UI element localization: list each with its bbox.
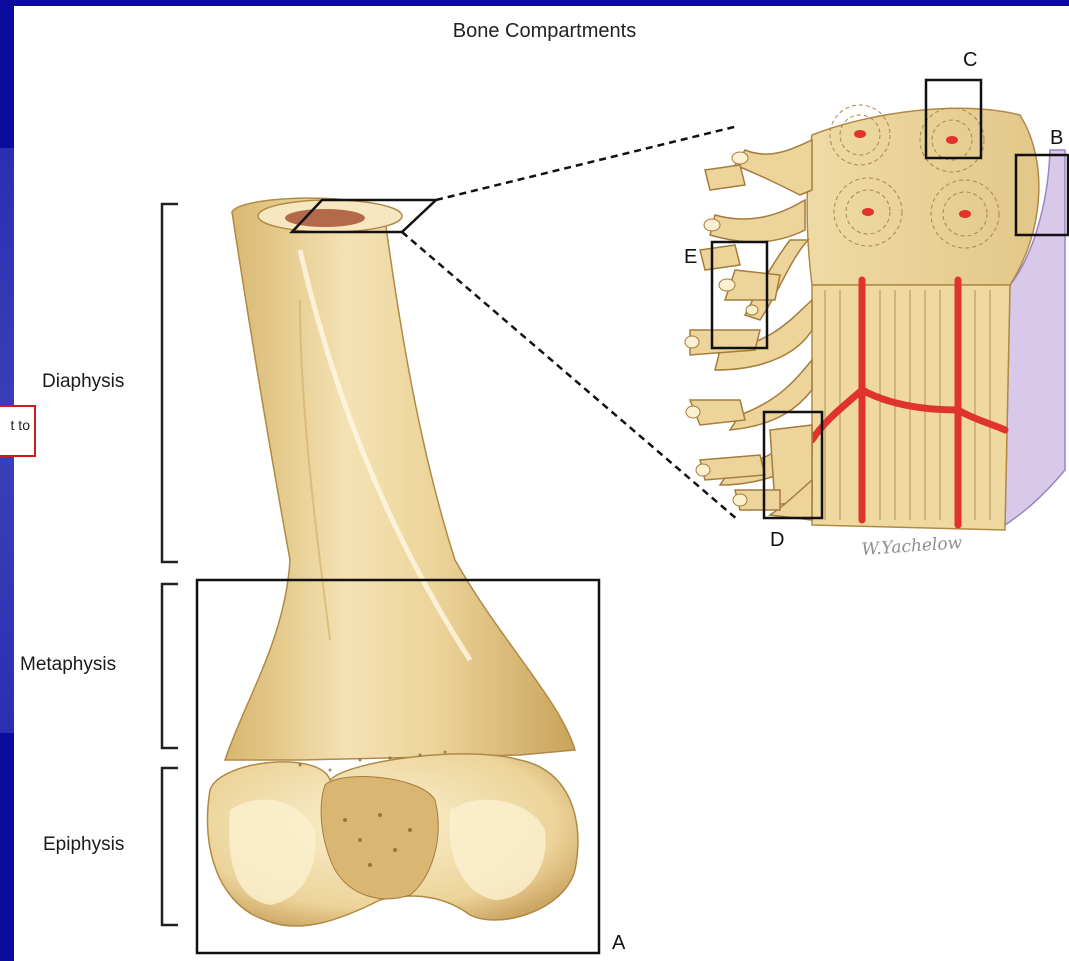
epiphysis-bracket <box>162 768 178 925</box>
label-d: D <box>770 529 784 552</box>
diaphysis-bracket <box>162 204 178 562</box>
label-e: E <box>684 246 697 269</box>
label-epiphysis: Epiphysis <box>43 834 124 856</box>
label-b: B <box>1050 127 1063 150</box>
femur-shaft <box>225 198 575 760</box>
zoom-lines <box>402 126 738 520</box>
femur-condyles <box>207 751 577 927</box>
label-diaphysis: Diaphysis <box>42 371 124 393</box>
label-c: C <box>963 49 977 72</box>
note-popup[interactable]: t to <box>0 405 36 457</box>
label-a: A <box>612 932 625 955</box>
artist-signature: W.Yachelow <box>861 533 963 560</box>
note-text: t to <box>11 417 30 433</box>
metaphysis-bracket <box>162 584 178 748</box>
bone-section-detail <box>685 80 1068 530</box>
label-metaphysis: Metaphysis <box>20 654 116 676</box>
